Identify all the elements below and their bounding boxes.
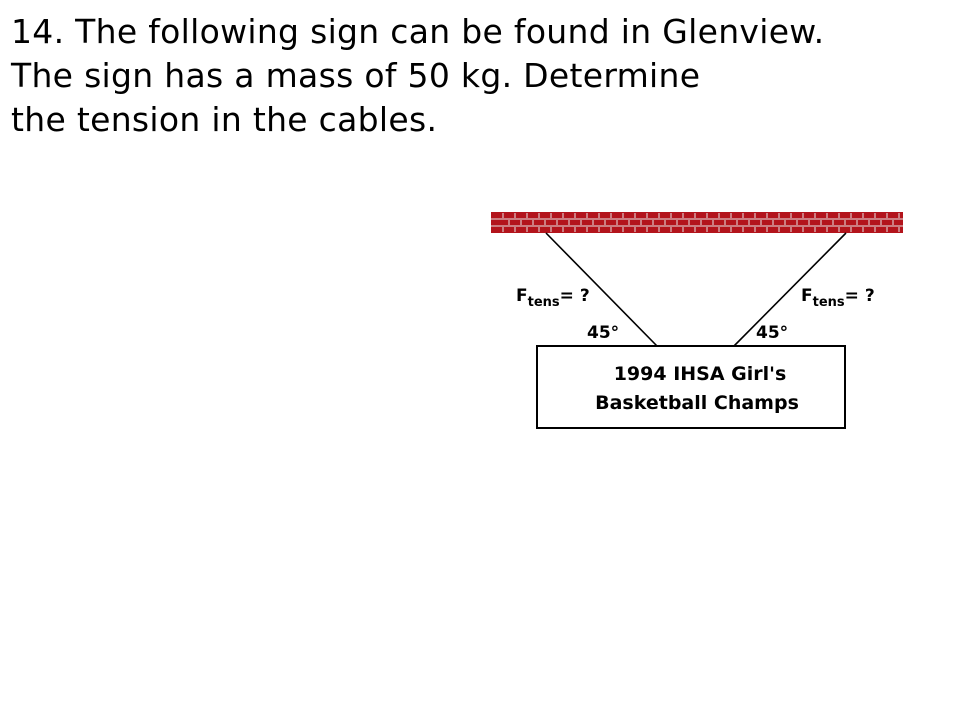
problem-line-3: the tension in the cables. (11, 100, 438, 139)
left-force-unknown: = ? (560, 286, 590, 306)
sign-text-line-1: 1994 IHSA Girl's (614, 363, 787, 385)
right-force-symbol: F (801, 286, 813, 306)
sign-text-line-2: Basketball Champs (595, 392, 799, 414)
left-angle-label: 45° (587, 323, 619, 343)
problem-line-2: The sign has a mass of 50 kg. Determine (11, 56, 701, 95)
problem-line-1: 14. The following sign can be found in G… (11, 12, 825, 51)
brick-ceiling (491, 212, 903, 233)
brick-base (491, 212, 903, 233)
brick-mortar (491, 213, 903, 232)
right-cable (733, 232, 847, 347)
left-force-subscript: tens (528, 295, 560, 310)
left-force-symbol: F (516, 286, 528, 306)
sign-board (536, 345, 846, 429)
right-angle-label: 45° (756, 323, 788, 343)
right-tension-label: Ftens= ? (801, 286, 875, 310)
left-cable (545, 232, 658, 347)
problem-statement: 14. The following sign can be found in G… (11, 10, 951, 142)
right-force-unknown: = ? (845, 286, 875, 306)
right-force-subscript: tens (813, 295, 845, 310)
left-tension-label: Ftens= ? (516, 286, 590, 310)
